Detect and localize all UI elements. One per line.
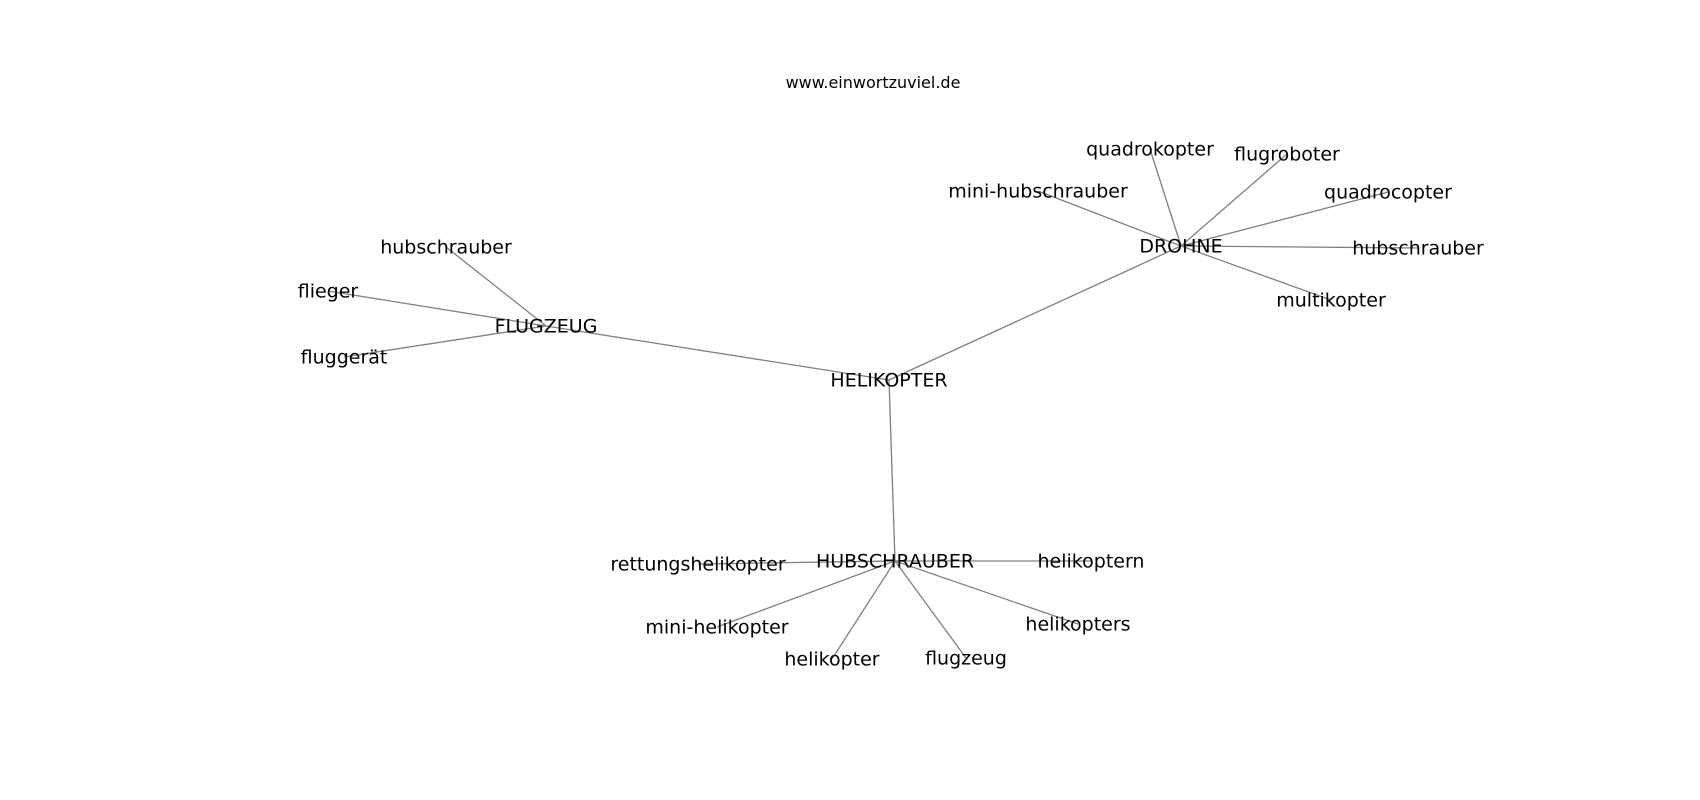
node-label-flieger: flieger: [298, 281, 359, 303]
node-label-hubschrauber-f: hubschrauber: [380, 237, 512, 259]
edge-flugzeug_c-flieger: [327, 290, 547, 327]
edge-drohne_c-mini_hubschrauber: [1037, 190, 1182, 247]
node-label-helikopter-h: helikopter: [784, 649, 879, 671]
edge-drohne_c-quadrokopter: [1149, 148, 1182, 247]
node-label-flugzeug-h: flugzeug: [925, 648, 1007, 670]
node-label-hubschrauber-c: HUBSCHRAUBER: [816, 551, 974, 573]
edge-helikopter_c-flugzeug_c: [545, 325, 890, 381]
node-label-helikopter-c: HELIKOPTER: [830, 370, 947, 392]
node-label-fluggeraet: fluggerät: [301, 347, 388, 369]
edge-drohne_c-hubschrauber_d: [1180, 245, 1419, 249]
node-label-helikoptern: helikoptern: [1038, 551, 1145, 573]
site-title: www.einwortzuviel.de: [786, 73, 961, 92]
edge-hubschrauber_c-rettungshelikopter: [697, 560, 896, 565]
edge-flugzeug_c-hubschrauber_f: [445, 246, 547, 327]
edge-layer: [327, 148, 1419, 660]
node-label-flugzeug-c: FLUGZEUG: [495, 316, 598, 338]
node-layer: HELIKOPTER FLUGZEUG DROHNE HUBSCHRAUBER hubs…: [298, 139, 1484, 671]
edge-helikopter_c-drohne_c: [888, 245, 1182, 381]
edge-hubschrauber_c-flugzeug_h: [894, 560, 967, 659]
node-label-rettungshelikopter: rettungshelikopter: [610, 554, 785, 576]
node-label-mini-hubschrauber: mini-hubschrauber: [948, 181, 1128, 203]
node-label-quadrocopter: quadrocopter: [1324, 182, 1452, 204]
edge-flugzeug_c-fluggeraet: [343, 325, 547, 358]
node-label-quadrokopter: quadrokopter: [1086, 139, 1214, 161]
edge-helikopter_c-hubschrauber_c: [888, 379, 896, 562]
node-label-drohne-c: DROHNE: [1139, 236, 1222, 258]
edge-drohne_c-multikopter: [1180, 245, 1332, 301]
node-label-mini-helikopter: mini-helikopter: [645, 617, 788, 639]
edge-drohne_c-quadrocopter: [1180, 191, 1389, 247]
node-label-flugroboter: flugroboter: [1234, 144, 1340, 166]
edge-hubschrauber_c-helikopter_h: [831, 560, 896, 660]
node-label-helikopters: helikopters: [1025, 614, 1130, 636]
edge-hubschrauber_c-mini_helikopter: [716, 560, 896, 628]
node-label-hubschrauber-d: hubschrauber: [1352, 238, 1484, 260]
node-label-multikopter: multikopter: [1276, 290, 1386, 312]
edge-hubschrauber_c-helikopters: [894, 560, 1079, 625]
edge-drohne_c-flugroboter: [1180, 153, 1288, 247]
